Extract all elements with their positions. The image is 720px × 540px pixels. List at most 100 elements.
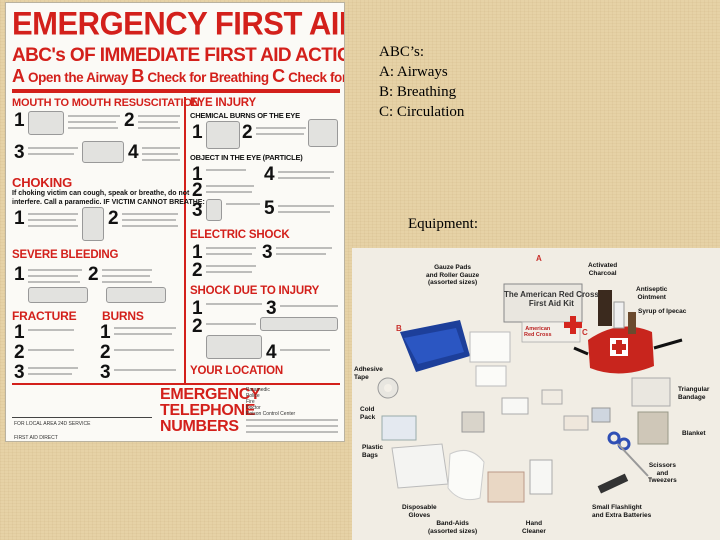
step-number: 1 <box>14 208 25 229</box>
abc-line-airways: A: Airways <box>379 64 448 80</box>
step-number: 4 <box>264 164 275 185</box>
illustration <box>206 199 222 221</box>
choking-text-1: If choking victim can cough, speak or br… <box>12 190 190 197</box>
first-aid-direct-label: FIRST AID DIRECT <box>14 435 58 441</box>
abc-letter-a: A <box>12 66 25 86</box>
step-number: 1 <box>192 242 203 263</box>
abc-text-c: Check for Circulation <box>288 70 344 85</box>
step-number: 3 <box>100 362 111 383</box>
step-number: 3 <box>14 362 25 383</box>
abc-letter-b: B <box>131 66 144 86</box>
section-your-location: YOUR LOCATION <box>190 365 284 377</box>
illustration <box>106 287 166 303</box>
illustration <box>308 119 338 147</box>
local-service-label: FOR LOCAL AREA 24D SERVICE <box>14 421 91 427</box>
illustration <box>28 111 64 135</box>
telephone-word: TELEPHONE <box>160 402 256 419</box>
step-number: 3 <box>266 298 277 319</box>
field-doctor: Doctor <box>246 405 261 411</box>
illustration <box>206 335 262 359</box>
step-number: 2 <box>192 260 203 281</box>
illustration <box>82 141 124 163</box>
poster-title: EMERGENCY FIRST AID <box>12 5 345 42</box>
abc-line-circulation: C: Circulation <box>379 104 465 120</box>
label-bandaids: Band-Aids(assorted sizes) <box>428 520 478 535</box>
step-number: 3 <box>14 142 25 163</box>
step-number: 2 <box>14 342 25 363</box>
step-number: 3 <box>192 200 203 221</box>
step-number: 5 <box>264 198 275 219</box>
step-number: 1 <box>14 110 25 131</box>
step-number: 1 <box>14 264 25 285</box>
photo-letter-a: A <box>536 254 542 263</box>
step-number: 2 <box>100 342 111 363</box>
poster-rule <box>12 383 340 385</box>
emergency-numbers-heading: EMERGENCY TELEPHONE NUMBERS <box>160 386 261 435</box>
label-ipecac: Syrup of Ipecac <box>638 308 687 315</box>
field-paramedic: Paramedic <box>246 387 270 393</box>
photo-letter-b: B <box>396 324 402 333</box>
choking-text-2: interfere. Call a paramedic. IF VICTIM C… <box>12 199 205 206</box>
section-eye-injury: EYE INJURY <box>190 97 256 109</box>
step-number: 1 <box>192 298 203 319</box>
step-number: 2 <box>192 316 203 337</box>
equipment-label: Equipment: <box>408 216 478 232</box>
step-number: 2 <box>192 180 203 201</box>
abc-line-breathing: B: Breathing <box>379 84 457 100</box>
section-choking: CHOKING <box>12 175 72 190</box>
step-number: 2 <box>124 110 135 131</box>
section-fracture: FRACTURE <box>12 309 77 323</box>
step-number: 4 <box>266 342 277 363</box>
poster-subtitle: ABC's OF IMMEDIATE FIRST AID ACTION <box>12 45 345 66</box>
step-number: 1 <box>14 322 25 343</box>
illustration <box>260 317 338 331</box>
poster-rule <box>12 89 340 93</box>
section-severe-bleeding: SEVERE BLEEDING <box>12 249 119 261</box>
abc-notes: ABC’s: A: Airways B: Breathing C: Circul… <box>379 42 464 122</box>
step-number: 3 <box>262 242 273 263</box>
eye-chemical-burns: CHEMICAL BURNS OF THE EYE <box>190 111 300 120</box>
illustration <box>82 207 104 241</box>
eye-object: OBJECT IN THE EYE (PARTICLE) <box>190 153 303 162</box>
step-number: 1 <box>100 322 111 343</box>
kit-items-illustration <box>352 248 720 540</box>
step-number: 4 <box>128 142 139 163</box>
illustration <box>28 287 88 303</box>
emergency-word: EMERGENCY <box>160 386 261 403</box>
section-shock-injury: SHOCK DUE TO INJURY <box>190 285 320 297</box>
step-number: 2 <box>108 208 119 229</box>
numbers-word: NUMBERS <box>160 418 239 435</box>
step-number: 1 <box>192 164 203 185</box>
first-aid-poster: EMERGENCY FIRST AID ABC's OF IMMEDIATE F… <box>5 2 345 442</box>
section-mouth-to-mouth: MOUTH TO MOUTH RESUSCITATION <box>12 97 200 109</box>
abc-text-b: Check for Breathing <box>147 70 269 85</box>
poster-column-rule <box>184 97 186 383</box>
abc-letter-c: C <box>272 66 285 86</box>
abc-heading: ABC’s: <box>379 44 425 60</box>
location-field <box>12 387 152 418</box>
field-fire: Fire <box>246 399 255 405</box>
section-burns: BURNS <box>102 309 144 323</box>
photo-letter-c: C <box>582 328 588 337</box>
field-police: Police <box>246 393 260 399</box>
label-blanket: Blanket <box>682 430 706 437</box>
abc-text-a: Open the Airway <box>27 70 128 85</box>
poster-abc-row: A Open the Airway B Check for Breathing … <box>12 66 344 87</box>
step-number: 2 <box>242 122 253 143</box>
step-number: 1 <box>192 122 203 143</box>
illustration <box>206 121 240 149</box>
step-number: 2 <box>88 264 99 285</box>
